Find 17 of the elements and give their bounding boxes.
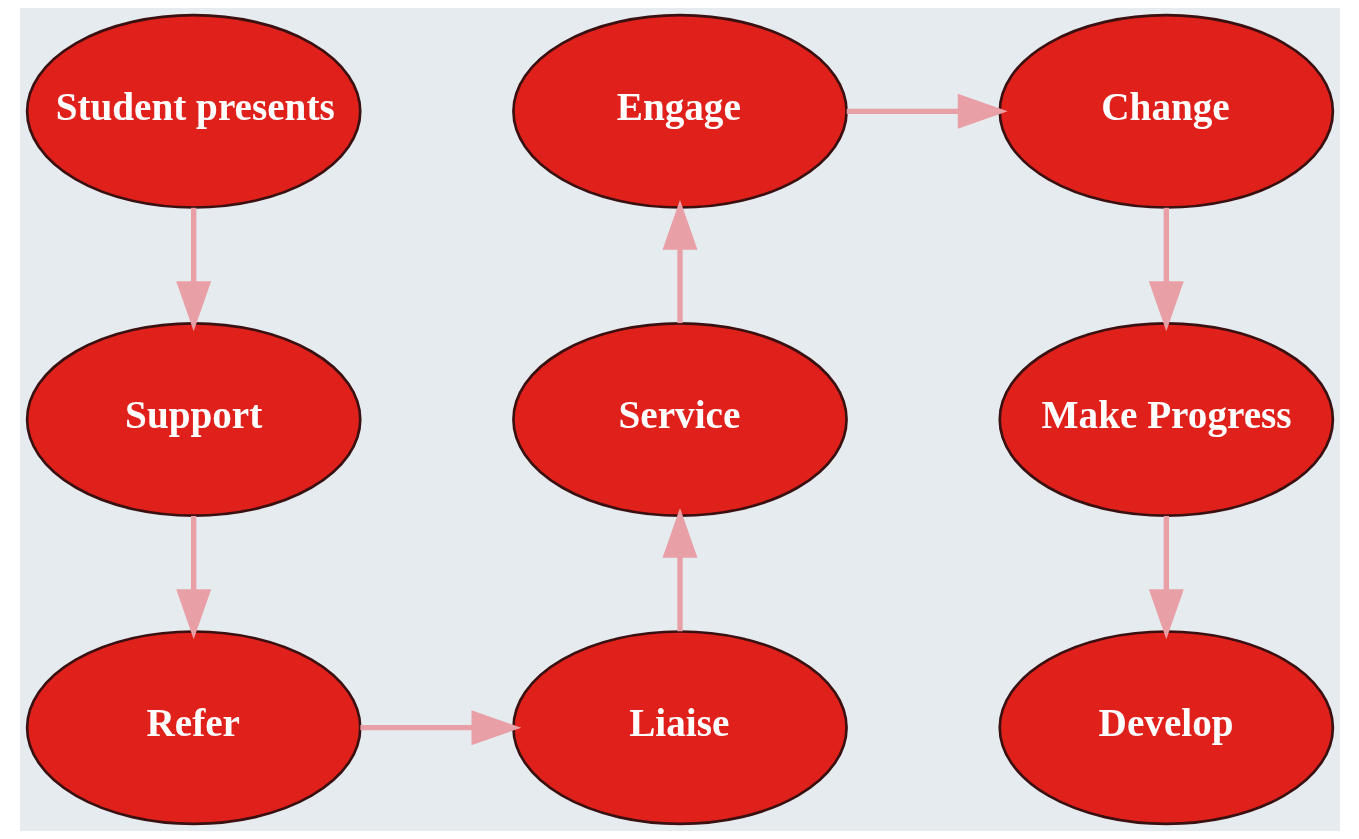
arrow [662,199,697,324]
node-ellipse: Student presents [25,13,362,209]
node-ellipse: Service [511,321,848,518]
arrow [662,507,697,632]
arrow [175,516,211,640]
node-ellipse: Change [997,13,1334,209]
node-ellipse: Support [25,321,362,518]
node-ellipse: Engage [511,13,848,209]
arrow [846,93,1008,129]
node-ellipse: Refer [25,630,362,826]
node-ellipse: Liaise [511,630,848,826]
node-ellipse: Make Progress [997,321,1334,518]
arrow [1148,207,1184,332]
arrow [175,207,211,332]
node-ellipse: Develop [997,630,1334,826]
arrow [359,710,521,746]
arrow [1148,516,1184,640]
